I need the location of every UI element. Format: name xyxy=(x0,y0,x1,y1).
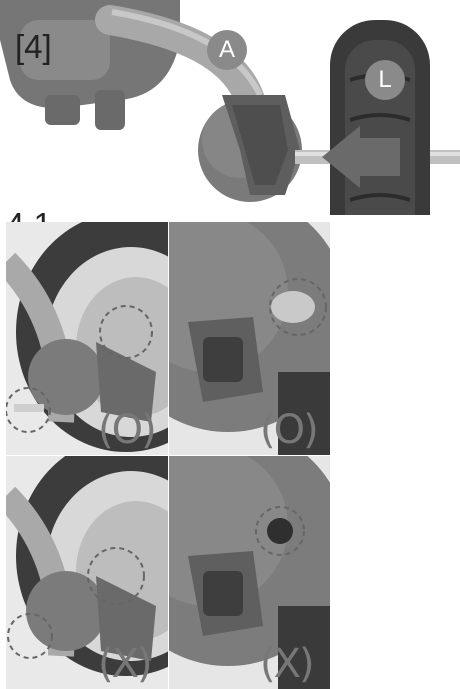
bracket-hole xyxy=(203,337,243,382)
cross-circle-icon-2: (X) xyxy=(260,644,313,684)
hub xyxy=(28,339,104,415)
badge-a: A xyxy=(207,30,247,70)
step-4-illustration: [4] A L xyxy=(0,0,460,215)
bracket-hole xyxy=(203,571,243,616)
check-circle-icon-2: (O) xyxy=(260,410,317,450)
panel-correct-right: (O) xyxy=(168,222,330,455)
axle-hole xyxy=(267,518,293,544)
panel-wrong-right: (X) xyxy=(168,456,330,689)
divider-vertical xyxy=(168,222,169,689)
panel-correct-left: (O) xyxy=(6,222,168,455)
pin xyxy=(14,404,44,412)
hub xyxy=(26,571,106,651)
check-circle-icon: (O) xyxy=(98,410,155,450)
axle-pin xyxy=(271,291,315,323)
panel-wrong-left: (X) xyxy=(6,456,168,689)
cross-circle-icon: (X) xyxy=(98,644,151,684)
badge-l: L xyxy=(365,60,405,100)
body-foot-2 xyxy=(95,90,125,130)
step-label: [4] xyxy=(15,30,52,63)
body-foot xyxy=(45,95,80,125)
